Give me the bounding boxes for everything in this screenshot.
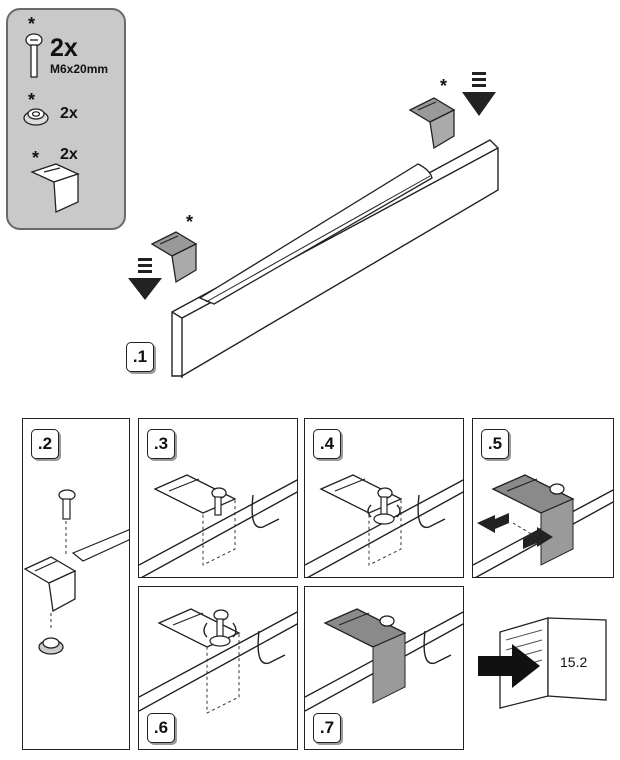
- flange-nut-icon: [23, 108, 49, 126]
- bracket-icon: [30, 163, 80, 213]
- left-down-arrow-icon: [128, 258, 162, 300]
- step-6-drawing: [139, 608, 297, 714]
- step-2-panel: .2: [22, 418, 130, 750]
- nut-marker: *: [28, 90, 36, 110]
- step1-right-marker: *: [440, 76, 448, 96]
- step-5-label: .5: [481, 429, 509, 459]
- bolt-marker: *: [28, 14, 36, 34]
- nut-qty: 2x: [60, 105, 78, 122]
- reference-page-number: 15.2: [560, 654, 588, 670]
- bolt-qty: 2x: [50, 34, 78, 62]
- step-2-label: .2: [31, 429, 59, 459]
- bolt-spec: M6x20mm: [50, 62, 109, 76]
- step-6-panel: .6: [138, 586, 298, 750]
- step1-drawing: [128, 72, 499, 378]
- step-4-drawing: [305, 474, 463, 577]
- bolt-icon: [25, 33, 43, 78]
- right-bracket-icon: [408, 97, 456, 150]
- step-3-panel: .3: [138, 418, 298, 578]
- left-bracket-icon: [150, 231, 198, 284]
- step-1-label: .1: [126, 342, 154, 372]
- step-7-drawing: [305, 608, 463, 712]
- step-4-panel: .4: [304, 418, 464, 578]
- step-4-label: .4: [313, 429, 341, 459]
- bracket-qty: 2x: [60, 146, 78, 163]
- step-7-label: .7: [313, 713, 341, 743]
- step-5-drawing: [473, 474, 613, 577]
- step-5-panel: .5: [472, 418, 614, 578]
- step-7-panel: .7: [304, 586, 464, 750]
- step-6-label: .6: [147, 713, 175, 743]
- step1-left-marker: *: [186, 212, 194, 232]
- right-down-arrow-icon: [462, 72, 496, 116]
- step-3-drawing: [139, 474, 297, 577]
- step-3-label: .3: [147, 429, 175, 459]
- bracket-marker: *: [32, 148, 40, 168]
- step-2-drawing: [23, 489, 129, 655]
- parts-list-panel: * 2x M6x20mm * 2x * 2x: [6, 8, 126, 230]
